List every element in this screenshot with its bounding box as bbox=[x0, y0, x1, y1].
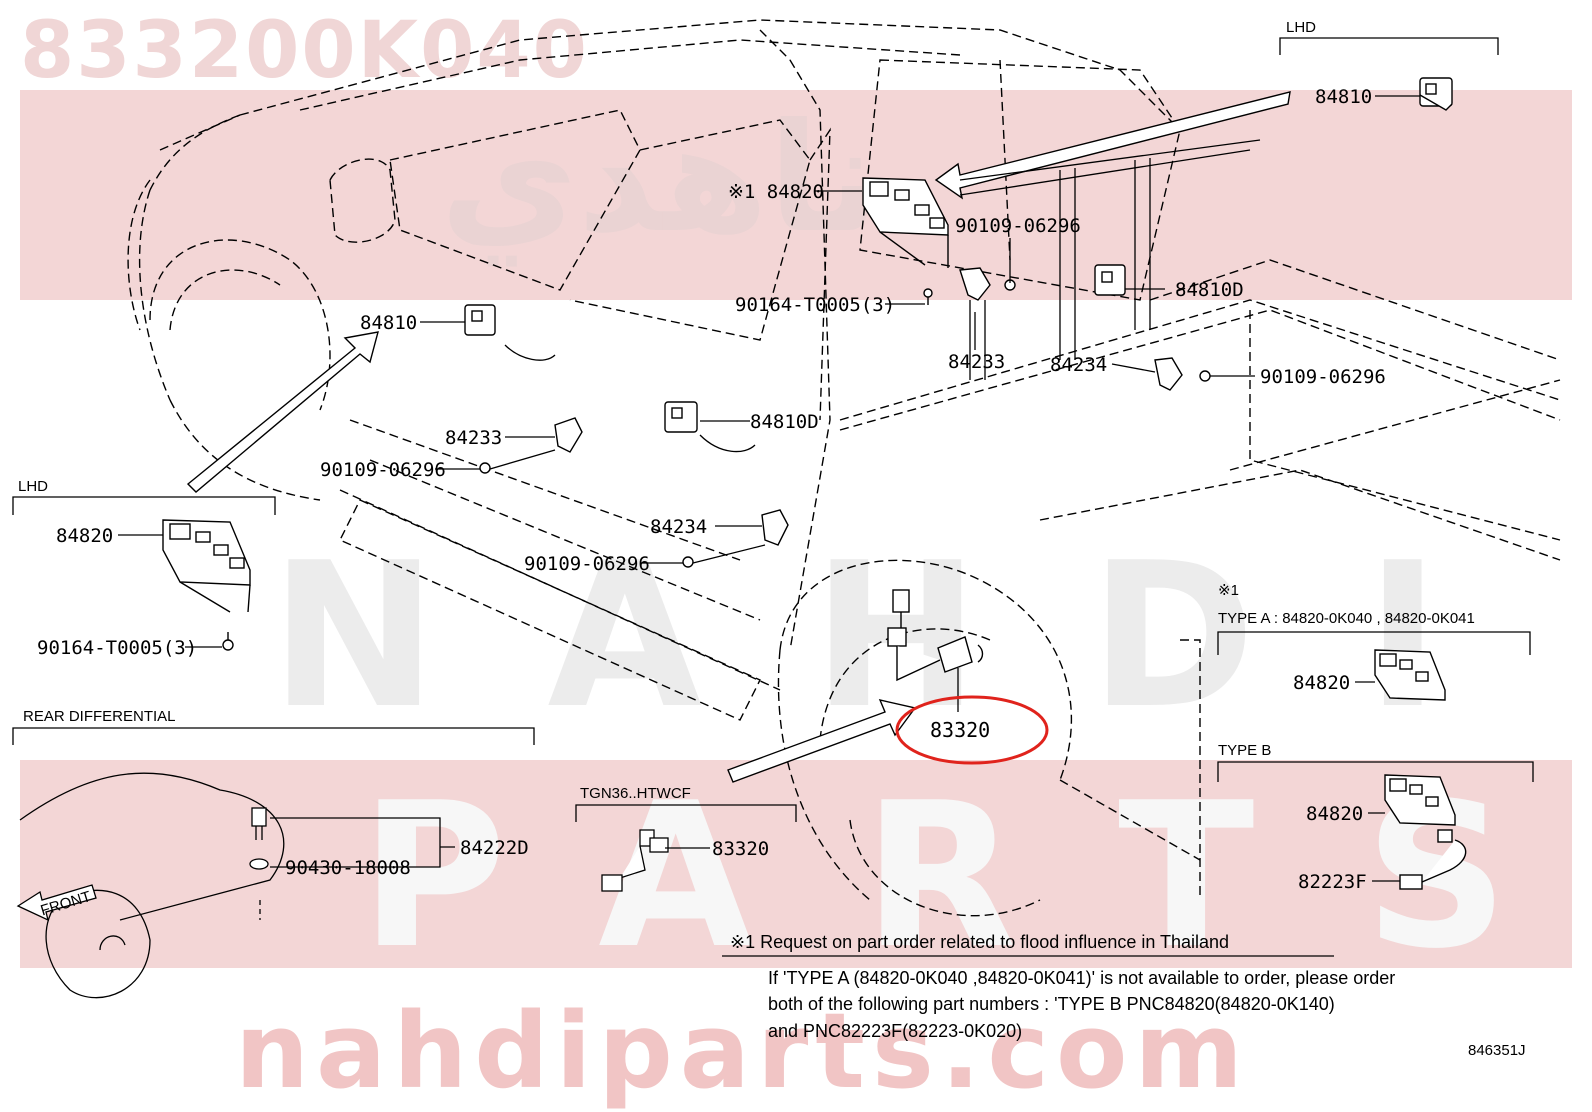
note-line-1: If 'TYPE A (84820-0K040 ,84820-0K041)' i… bbox=[768, 968, 1395, 988]
part-84820-type-b[interactable]: 84820 bbox=[1306, 803, 1363, 825]
label-lhd-top: LHD bbox=[1286, 19, 1316, 36]
guide-arrows bbox=[186, 91, 1291, 783]
diagram-code: 846351J bbox=[1468, 1042, 1526, 1059]
note-line-3: and PNC82223F(82223-0K020) bbox=[768, 1021, 1022, 1041]
label-type-a: TYPE A : 84820-0K040 , 84820-0K041 bbox=[1218, 610, 1475, 627]
part-84233-left[interactable]: 84233 bbox=[445, 427, 502, 449]
watermark-band-top bbox=[20, 90, 1572, 300]
part-90164-t0005-b[interactable]: 90164-T0005(3) bbox=[37, 637, 197, 659]
part-84222d[interactable]: 84222D bbox=[460, 837, 529, 859]
switch-symbols bbox=[162, 77, 1467, 890]
part-84810d-right[interactable]: 84810D bbox=[1175, 279, 1244, 301]
watermark-nahdi: NAHDI bbox=[270, 520, 1550, 753]
watermark-parts: PARTS bbox=[360, 760, 1592, 993]
label-type-b: TYPE B bbox=[1218, 742, 1271, 759]
window-channels bbox=[959, 139, 1261, 380]
part-90109-06296-a[interactable]: 90109-06296 bbox=[955, 215, 1081, 237]
courtesy-switches bbox=[222, 267, 1211, 651]
part-84820-left[interactable]: 84820 bbox=[56, 525, 113, 547]
tgn-sender-symbol bbox=[601, 829, 669, 892]
part-90109-06296-b[interactable]: 90109-06296 bbox=[1260, 366, 1386, 388]
watermark-url: nahdiparts.com bbox=[235, 990, 1250, 1112]
part-84233-mid[interactable]: 84233 bbox=[948, 351, 1005, 373]
label-lhd-left: LHD bbox=[18, 478, 48, 495]
label-note-mark: ※1 bbox=[1218, 582, 1239, 599]
label-tgn36: TGN36..HTWCF bbox=[580, 785, 691, 802]
door-handles bbox=[504, 344, 756, 453]
part-82223f[interactable]: 82223F bbox=[1298, 871, 1367, 893]
vehicle-outline bbox=[127, 19, 1561, 917]
watermark-band-bottom bbox=[20, 760, 1572, 968]
part-84234-mid[interactable]: 84234 bbox=[1050, 354, 1107, 376]
leader-lines bbox=[118, 95, 1420, 882]
part-84810-top[interactable]: 84810 bbox=[1315, 86, 1372, 108]
part-84810-left[interactable]: 84810 bbox=[360, 312, 417, 334]
part-84820-master[interactable]: ※1 84820 bbox=[728, 181, 824, 203]
fuel-sender-symbol bbox=[887, 589, 984, 682]
section-brackets bbox=[12, 37, 1534, 957]
part-83320-main[interactable]: 83320 bbox=[930, 718, 990, 742]
watermark-arabic: ناهدي bbox=[440, 92, 881, 266]
note-title: ※1 Request on part order related to floo… bbox=[730, 932, 1229, 952]
part-83320-tgn[interactable]: 83320 bbox=[712, 838, 769, 860]
label-rear-differential: REAR DIFFERENTIAL bbox=[23, 708, 176, 725]
part-84234-left[interactable]: 84234 bbox=[650, 516, 707, 538]
part-90109-06296-c[interactable]: 90109-06296 bbox=[320, 459, 446, 481]
highlight-circle bbox=[895, 695, 1049, 765]
rear-diff-drawing bbox=[16, 772, 285, 999]
part-90109-06296-d[interactable]: 90109-06296 bbox=[524, 553, 650, 575]
part-90430-18008[interactable]: 90430-18008 bbox=[285, 857, 411, 879]
note-line-2: both of the following part numbers : 'TY… bbox=[768, 994, 1335, 1014]
watermark-part-number: 833200K040 bbox=[20, 6, 589, 96]
part-84820-type-a[interactable]: 84820 bbox=[1293, 672, 1350, 694]
part-90164-t0005-a[interactable]: 90164-T0005(3) bbox=[735, 294, 895, 316]
part-84810d-center[interactable]: 84810D bbox=[750, 411, 819, 433]
